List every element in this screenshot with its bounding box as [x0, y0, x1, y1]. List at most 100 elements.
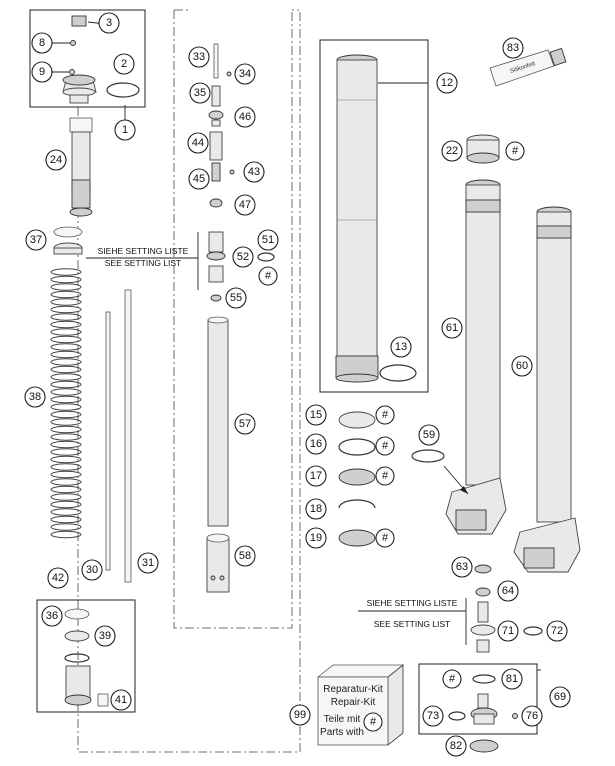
callout-c52: 52: [232, 246, 254, 268]
callout-label: 57: [239, 418, 251, 430]
callout-c8: 8: [31, 32, 53, 54]
callout-c42: 42: [47, 567, 69, 589]
part-82: [469, 739, 499, 753]
callout-label: 22: [446, 145, 458, 157]
callout-c81: 81: [501, 668, 523, 690]
callout-label: 51: [262, 234, 274, 246]
callout-label: 44: [192, 137, 204, 149]
callout-circle: [31, 32, 53, 54]
repair-kit-box: [316, 664, 405, 746]
callout-circle: [25, 229, 47, 251]
callout-label: 9: [39, 66, 45, 78]
callout-c9: 9: [31, 61, 53, 83]
rod-30: [105, 311, 111, 571]
callout-label: 81: [506, 673, 518, 685]
callout-label: 30: [86, 564, 98, 576]
callout-circle: [305, 404, 327, 426]
callout-c58: 58: [234, 545, 256, 567]
callout-label: 16: [310, 438, 322, 450]
callout-circle: [234, 63, 256, 85]
callout-circle: [110, 689, 132, 711]
callout-layer: 1238912131516171819222430313334353637383…: [24, 12, 571, 757]
callout-c41: 41: [110, 689, 132, 711]
callout-circle: [113, 53, 135, 75]
callout-c82: 82: [445, 735, 467, 757]
callout-label: 55: [230, 292, 242, 304]
callout-label: 13: [395, 341, 407, 353]
callout-c39: 39: [94, 625, 116, 647]
callout-label: #: [382, 409, 389, 421]
callout-c59: 59: [418, 424, 440, 446]
callout-circle: [375, 466, 395, 486]
callout-circle: [305, 527, 327, 549]
callout-label: 60: [516, 360, 528, 372]
callout-circle: [258, 266, 278, 286]
repair-kit-line4: Parts with: [320, 727, 364, 738]
callout-c2: 2: [113, 53, 135, 75]
callout-label: #: [382, 440, 389, 452]
callout-label: 71: [502, 625, 514, 637]
callout-label: 17: [310, 470, 322, 482]
inner-tube-61: [445, 179, 507, 535]
callout-label: 69: [554, 691, 566, 703]
callout-circle: [243, 161, 265, 183]
callout-circle: [375, 405, 395, 425]
callout-c71: 71: [497, 620, 519, 642]
callout-label: 59: [423, 429, 435, 441]
callout-c51: 51: [257, 229, 279, 251]
base-valve-parts: [64, 608, 109, 707]
callout-h19: #: [375, 528, 395, 548]
callout-circle: [45, 149, 67, 171]
callout-label: 64: [502, 585, 514, 597]
setting-note-left-line1: SIEHE SETTING LISTE: [98, 246, 189, 256]
callout-h69: #: [442, 669, 462, 689]
middle-column-parts: [206, 43, 275, 593]
callout-label: #: [265, 270, 272, 282]
box-69: [418, 663, 538, 735]
callout-label: 63: [456, 561, 468, 573]
callout-c99: 99: [289, 704, 311, 726]
repair-kit-line2: Repair-Kit: [331, 697, 376, 708]
callout-c43: 43: [243, 161, 265, 183]
callout-label: 45: [193, 173, 205, 185]
callout-c34: 34: [234, 63, 256, 85]
callout-label: #: [382, 470, 389, 482]
box-base-valve: [36, 599, 136, 713]
callout-label: 83: [507, 42, 519, 54]
callout-circle: [375, 436, 395, 456]
arrow-59-head: [460, 486, 468, 494]
callout-label: 58: [239, 550, 251, 562]
callout-circle: [442, 669, 462, 689]
callout-circle: [188, 168, 210, 190]
callout-circle: [497, 620, 519, 642]
callout-circle: [549, 686, 571, 708]
callout-circle: [189, 82, 211, 104]
callout-circle: [187, 132, 209, 154]
callout-circle: [521, 705, 543, 727]
callout-circle: [98, 12, 120, 34]
callout-circle: [451, 556, 473, 578]
callout-c72: 72: [546, 620, 568, 642]
callout-label: 39: [99, 630, 111, 642]
bushing-22: [466, 134, 500, 164]
callout-label: 99: [294, 709, 306, 721]
callout-label: 19: [310, 532, 322, 544]
callout-c13: 13: [390, 336, 412, 358]
callout-label: 42: [52, 572, 64, 584]
callout-label: 8: [39, 37, 45, 49]
callout-c18: 18: [305, 498, 327, 520]
callout-circle: [114, 119, 136, 141]
callout-c46: 46: [234, 106, 256, 128]
callout-c60: 60: [511, 355, 533, 377]
callout-label: 1: [122, 124, 128, 136]
callout-c33: 33: [188, 46, 210, 68]
callout-label: #: [512, 145, 519, 157]
spring-38: [50, 226, 83, 539]
callout-c63: 63: [451, 556, 473, 578]
callout-label: 76: [526, 710, 538, 722]
callout-label: 34: [239, 68, 251, 80]
callout-c55: 55: [225, 287, 247, 309]
callout-label: 52: [237, 251, 249, 263]
callout-c15: 15: [305, 404, 327, 426]
callout-label: 3: [106, 17, 112, 29]
